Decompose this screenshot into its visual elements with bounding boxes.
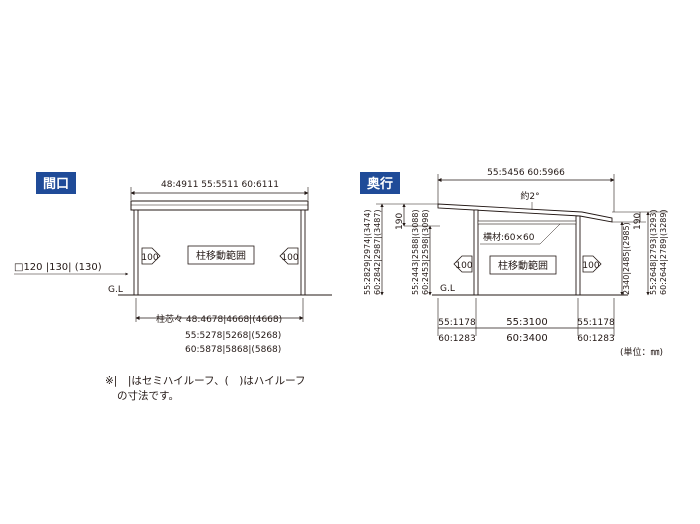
bottom-right-label-60: 60:1283 <box>577 334 614 344</box>
core-label-60: 60:5878|5868|(5868) <box>185 345 281 355</box>
move-arrow-right-icon <box>141 247 161 265</box>
frontage-roof <box>130 200 309 211</box>
eave-190-label: 190 <box>395 213 405 230</box>
depth-gl-label: G.L <box>440 284 455 294</box>
bottom-left-label-60: 60:1283 <box>438 334 475 344</box>
depth-roof <box>437 203 613 223</box>
frontage-range-label: 柱移動範囲 <box>196 249 246 262</box>
post-size-label: □120 |130| (130) <box>14 262 102 273</box>
bottom-left-label-55: 55:1178 <box>438 318 476 328</box>
depth-post-back <box>575 215 581 296</box>
depth-move-arrow-left-icon <box>453 255 473 273</box>
frontage-range-box <box>187 245 255 265</box>
frontage-post-left <box>133 209 139 296</box>
right-height-label: 2340|2485|(2985) <box>622 222 631 295</box>
frontage-arrow-right-value: 100 <box>281 253 298 263</box>
footnote: ※| |はセミハイルーフ、( )はハイルーフ の寸法です。 <box>105 374 365 404</box>
frontage-post-right <box>300 209 306 296</box>
core-label-48: 柱芯々 48:4678|4668|(4668) <box>156 313 282 325</box>
footnote-line-2: の寸法です。 <box>117 390 179 402</box>
left-height-label-55: 55:2829|2974|(3474) <box>363 209 372 295</box>
depth-beam <box>477 220 577 225</box>
depth-range-box <box>489 255 557 275</box>
beam-leader <box>539 223 561 245</box>
slope-label: 約2° <box>520 190 539 202</box>
depth-move-arrow-right-icon <box>582 255 602 273</box>
move-arrow-left-icon <box>279 247 299 265</box>
depth-badge-label: 奥行 <box>367 176 393 192</box>
depth-post-front <box>473 209 479 296</box>
bottom-mid-label-55: 55:3100 <box>506 317 548 328</box>
depth-view: 奥行 55:5456 60:5966 約2° 横材:60×60 100 100 … <box>360 168 668 358</box>
inner-height-label-55: 55:2443|2588|(3088) <box>411 209 420 295</box>
depth-arrow-left-value: 100 <box>455 261 472 271</box>
frontage-arrow-left-value: 100 <box>141 253 158 263</box>
overall-depth-label: 55:5456 60:5966 <box>487 168 565 178</box>
core-label-55: 55:5278|5268|(5268) <box>185 331 281 341</box>
depth-badge <box>360 172 400 194</box>
right-height-label-55: 55:2648|2793|(3293) <box>649 209 658 295</box>
unit-label: (単位：㎜) <box>620 346 663 358</box>
left-height-label-60: 60:2842|2987|(3487) <box>373 209 382 295</box>
bottom-right-label-55: 55:1178 <box>577 318 615 328</box>
beam-label: 横材:60×60 <box>483 231 535 243</box>
frontage-view: 間口 48:4911 55:5511 60:6111 G.L □120 |130… <box>14 172 332 355</box>
depth-range-label: 柱移動範囲 <box>498 259 548 272</box>
bottom-mid-label-60: 60:3400 <box>506 333 548 344</box>
footnote-line-1: ※| |はセミハイルーフ、( )はハイルーフ <box>105 375 306 387</box>
depth-arrow-right-value: 100 <box>582 261 599 271</box>
right-190-label: 190 <box>633 213 643 230</box>
inner-height-label-60: 60:2453|2598|(3098) <box>421 209 430 295</box>
frontage-gl-label: G.L <box>108 285 123 295</box>
frontage-badge-label: 間口 <box>43 177 69 192</box>
frontage-badge <box>36 172 76 194</box>
overall-width-label: 48:4911 55:5511 60:6111 <box>161 180 279 190</box>
right-height-label-60: 60:2644|2789|(3289) <box>659 209 668 295</box>
